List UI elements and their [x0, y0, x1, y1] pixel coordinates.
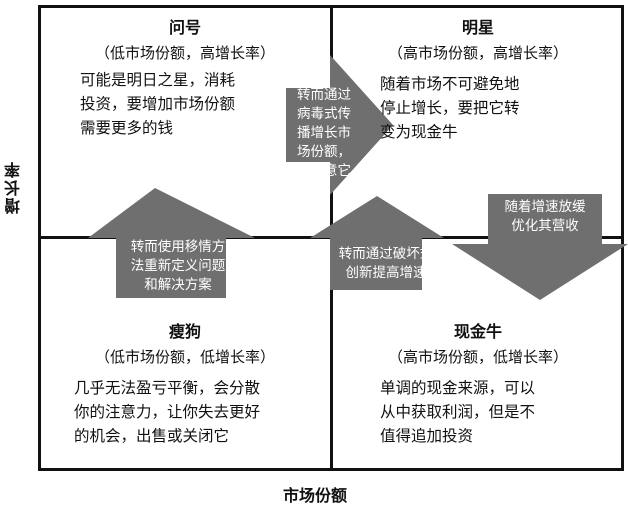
arrow-to-cash-cow — [452, 194, 628, 300]
arrow-to-cash-cow-label: 随着增速放缓 优化其营收 — [504, 199, 586, 234]
arrow-to-star-disruptive-label: 转而通过破坏式 创新提高增速 — [338, 246, 434, 281]
arrow-to-star — [286, 55, 393, 195]
dog-description: 几乎无法盈亏平衡，会分散 你的注意力，让你失去更好 的机会，出售或关闭它 — [74, 379, 261, 445]
arrow-to-star-disruptive — [310, 196, 444, 290]
question-mark-title: 问号 — [168, 18, 201, 37]
star-subtitle: （高市场份额，高增长率） — [387, 44, 568, 62]
x-axis-label: 市场份额 — [282, 486, 347, 505]
arrow-to-star-label: 转而通过 病毒式传 播增长市 场份额， 多留意它 — [297, 87, 351, 179]
cash-cow-description: 单调的现金来源，可以 从中获取利润，但是不 值得追加投资 — [380, 379, 536, 445]
question-mark-description: 可能是明日之星，消耗 投资，要增加市场份额 需要更多的钱 — [80, 71, 236, 137]
cash-cow-title: 现金牛 — [453, 322, 502, 341]
question-mark-subtitle: （低市场份额，高增长率） — [94, 44, 275, 62]
star-description: 随着市场不可避免地 停止增长，要把它转 变为现金牛 — [380, 75, 520, 141]
dog-subtitle: （低市场份额，低增长率） — [94, 348, 275, 366]
star-title: 明星 — [461, 18, 494, 37]
dog-title: 瘦狗 — [168, 322, 201, 341]
cash-cow-subtitle: （高市场份额，低增长率） — [387, 348, 568, 366]
arrow-to-question-mark — [88, 188, 255, 298]
arrow-to-question-mark-label: 转而使用移情方 法重新定义问题 和解决方案 — [130, 239, 226, 293]
